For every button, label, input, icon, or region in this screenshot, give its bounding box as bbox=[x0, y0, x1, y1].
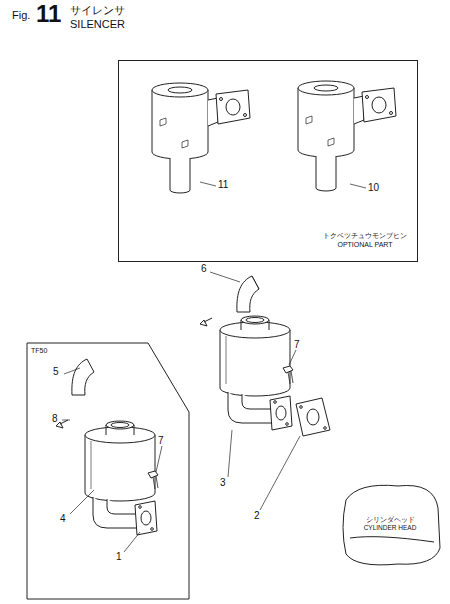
label-wrap: 1 bbox=[116, 552, 122, 562]
callout-number: 7 bbox=[158, 436, 164, 446]
label-wrap: 7 bbox=[294, 340, 300, 350]
label-wrap: 4 bbox=[60, 514, 66, 524]
callout-number: 4 bbox=[60, 514, 66, 524]
label-wrap: 8 bbox=[52, 414, 58, 424]
node-text: トクベツチュウモンブヒン OPTIONAL PART bbox=[319, 231, 411, 249]
tf50-region: TF50 bbox=[26, 342, 190, 600]
label-wrap: 5 bbox=[53, 367, 59, 377]
cylinder-head: シリンダヘッド CYLINDER HEAD bbox=[338, 478, 442, 570]
optional-part-box: トクベツチュウモンブヒン OPTIONAL PART bbox=[118, 60, 418, 262]
figure-title: サイレンサ SILENCER bbox=[70, 4, 148, 32]
callout-number: 3 bbox=[220, 478, 226, 488]
callout-number: 5 bbox=[53, 367, 59, 377]
cylinder-head-path bbox=[343, 485, 440, 565]
callout-number: 7 bbox=[294, 340, 300, 350]
label-wrap: 11 bbox=[218, 180, 228, 190]
tf50-region-path bbox=[27, 343, 189, 599]
callout-number: 11 bbox=[218, 180, 228, 190]
label-wrap: Fig. bbox=[12, 10, 30, 21]
tf50-region-outline bbox=[26, 342, 190, 600]
label-wrap: 3 bbox=[220, 478, 226, 488]
node-text: TF50 bbox=[31, 346, 71, 355]
callout-number: 2 bbox=[254, 511, 260, 521]
title-wrap: サイレンサ SILENCER bbox=[70, 4, 148, 32]
label-wrap: 11 bbox=[36, 2, 61, 26]
label-wrap: 10 bbox=[368, 183, 379, 193]
label-wrap: 2 bbox=[254, 511, 260, 521]
figure-number: 11 bbox=[36, 2, 61, 26]
callout-number: 1 bbox=[116, 552, 122, 562]
label-wrap: 6 bbox=[201, 264, 207, 274]
fig-prefix: Fig. bbox=[12, 10, 30, 21]
callout-number: 10 bbox=[368, 183, 379, 193]
node-text: シリンダヘッド CYLINDER HEAD bbox=[359, 516, 421, 533]
label-wrap: 7 bbox=[158, 436, 164, 446]
callout-number: 6 bbox=[201, 264, 207, 274]
callout-number: 8 bbox=[52, 414, 58, 424]
